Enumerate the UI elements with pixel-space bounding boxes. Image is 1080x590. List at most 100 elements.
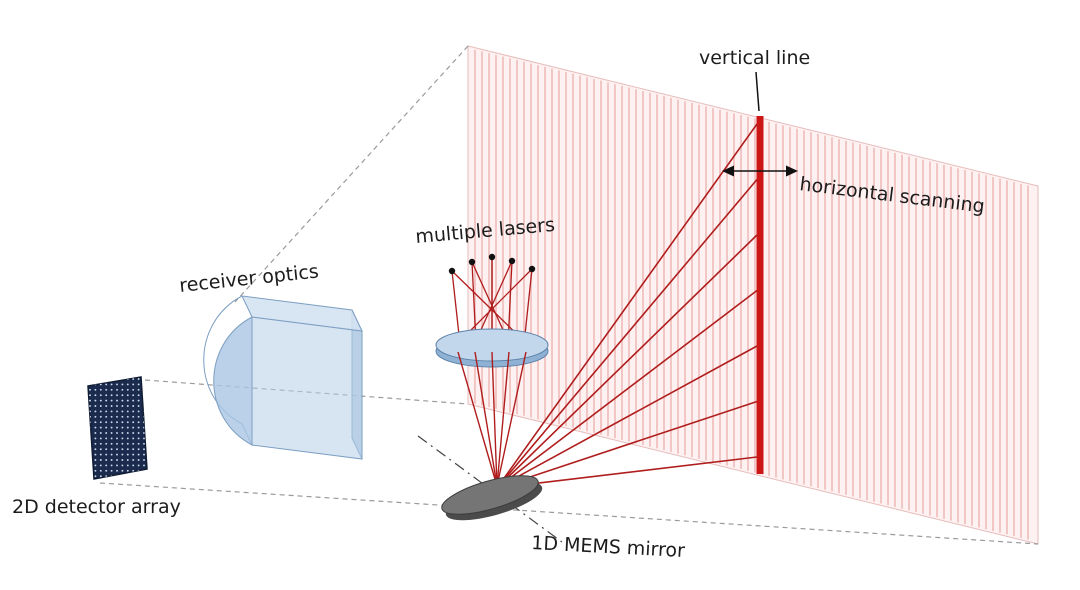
detector-dot — [105, 410, 108, 413]
receiver-optics-top-face — [241, 295, 363, 332]
detector-dot — [89, 475, 91, 478]
scan-beam — [496, 178, 758, 489]
detector-dot — [143, 453, 145, 456]
detector-dot — [110, 378, 113, 380]
detector-dot — [110, 383, 113, 386]
detector-dot — [89, 459, 91, 461]
detector-dot — [89, 453, 91, 456]
detector-dot — [105, 415, 108, 418]
detector-dot — [137, 475, 140, 478]
detector-dot — [126, 453, 129, 456]
detector-dot — [99, 432, 102, 434]
detector-dot — [121, 394, 124, 397]
detector-dot — [99, 426, 102, 429]
detector-dot — [137, 453, 140, 456]
detector-dot — [105, 378, 108, 380]
detector-dot — [94, 410, 97, 413]
detector-dot — [116, 442, 118, 445]
detector-dot — [110, 426, 113, 429]
detector-dot — [116, 437, 118, 440]
detector-dot — [143, 399, 145, 402]
detector-dot — [126, 448, 129, 451]
detector-dot — [137, 405, 140, 407]
detector-dot — [89, 405, 91, 407]
detector-dot — [137, 437, 140, 440]
detector-dot — [94, 459, 97, 461]
detector-dot — [121, 405, 124, 407]
scan-arrow-left-head — [722, 165, 734, 177]
detector-dot — [105, 442, 108, 445]
receiver-optics — [203, 295, 363, 460]
detector-dot — [126, 405, 129, 407]
horizontal-scan-arrow-icon — [722, 165, 798, 177]
detector-dot — [137, 464, 140, 467]
detector-dot — [94, 388, 97, 391]
detector-dot — [132, 475, 135, 478]
detector-dot — [94, 426, 97, 429]
label-receiver-optics: receiver optics — [178, 260, 320, 297]
scan-beam — [496, 345, 758, 489]
detector-dot — [137, 410, 140, 413]
detector-dot — [126, 469, 129, 472]
detector-dot — [126, 383, 129, 386]
detector-dot — [132, 453, 135, 456]
detector-dot — [116, 453, 118, 456]
detector-dot — [116, 394, 118, 397]
detector-dot — [105, 448, 108, 451]
detector-dot — [99, 437, 102, 440]
detector-dot — [126, 475, 129, 478]
detector-dot — [89, 394, 91, 397]
mirror-surface — [441, 475, 539, 515]
label-mems-mirror: 1D MEMS mirror — [531, 532, 686, 562]
detector-dot — [137, 426, 140, 429]
label-detector-array: 2D detector array — [12, 496, 181, 518]
detector-dot — [132, 432, 135, 434]
detector-dot — [121, 459, 124, 461]
detector-dot — [137, 388, 140, 391]
detector-dot — [132, 415, 135, 418]
laser-diode-dot — [468, 258, 476, 266]
detector-dot — [94, 405, 97, 407]
detector-dot — [121, 475, 124, 478]
detector-dot — [99, 421, 102, 424]
detector-dot — [89, 464, 91, 467]
detector-dot — [137, 415, 140, 418]
detector-dot — [143, 394, 145, 397]
detector-dot — [94, 437, 97, 440]
detector-dot — [132, 388, 135, 391]
detector-dot — [126, 426, 129, 429]
laser-ray — [491, 351, 498, 487]
detector-dot — [99, 448, 102, 451]
detector-dot — [110, 405, 113, 407]
detector-array — [87, 376, 148, 480]
detector-dot — [110, 453, 113, 456]
detector-dot — [94, 394, 97, 397]
detector-dot — [137, 394, 140, 397]
detector-dot — [132, 442, 135, 445]
detector-dot — [99, 388, 102, 391]
detector-dot — [110, 415, 113, 418]
detector-dot — [132, 426, 135, 429]
detector-dot — [110, 459, 113, 461]
laser-diode-dot — [528, 265, 536, 273]
detector-dot — [116, 421, 118, 424]
detector-dot — [105, 432, 108, 434]
detector-dot — [137, 399, 140, 402]
detector-dot — [116, 459, 118, 461]
detector-dot — [137, 432, 140, 434]
detector-dot — [126, 415, 129, 418]
detector-dot — [110, 432, 113, 434]
detector-dot — [121, 383, 124, 386]
detector-dot — [99, 383, 102, 386]
detector-dot — [116, 388, 118, 391]
scan-beam — [496, 289, 758, 489]
scan-beam — [496, 123, 758, 489]
detector-dot — [116, 464, 118, 467]
detector-dot — [116, 399, 118, 402]
detector-dot — [137, 383, 140, 386]
detector-dot — [105, 421, 108, 424]
detector-dot — [94, 421, 97, 424]
detector-dot — [116, 426, 118, 429]
detector-dot — [94, 453, 97, 456]
